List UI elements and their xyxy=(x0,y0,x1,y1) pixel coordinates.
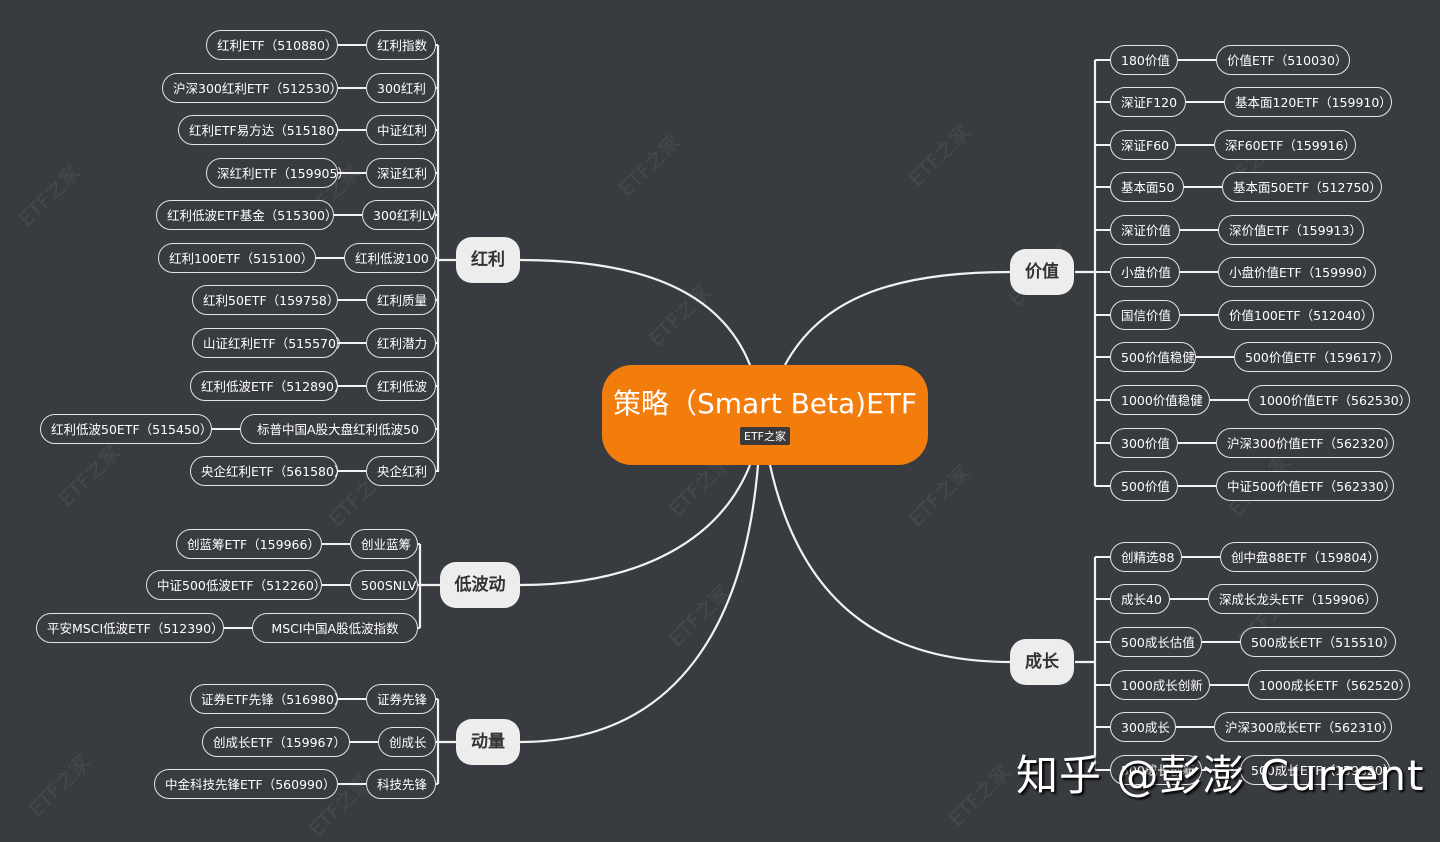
index-node[interactable]: 标普中国A股大盘红利低波50 xyxy=(240,414,436,444)
etf-node[interactable]: 价值100ETF（512040） xyxy=(1218,300,1374,330)
branch-value[interactable]: 价值 xyxy=(1010,249,1074,295)
index-node[interactable]: 500SNLV xyxy=(350,570,418,600)
etf-node[interactable]: 山证红利ETF（515570） xyxy=(192,328,348,358)
etf-node[interactable]: 央企红利ETF（561580） xyxy=(190,456,346,486)
etf-node[interactable]: 红利ETF易方达（515180） xyxy=(178,115,347,145)
index-node[interactable]: 300红利LV xyxy=(362,200,436,230)
etf-node[interactable]: 基本面120ETF（159910） xyxy=(1224,87,1392,117)
branch-dividend[interactable]: 红利 xyxy=(456,237,520,283)
etf-node[interactable]: 深红利ETF（159905） xyxy=(206,158,350,188)
etf-node[interactable]: 红利ETF（510880） xyxy=(206,30,338,60)
etf-node[interactable]: 1000价值ETF（562530） xyxy=(1248,385,1411,415)
index-node[interactable]: 300红利 xyxy=(366,73,436,103)
index-node[interactable]: 深证红利 xyxy=(366,158,436,188)
index-node[interactable]: 中证红利 xyxy=(366,115,436,145)
root-tag: ETF之家 xyxy=(740,427,790,445)
etf-node[interactable]: 500价值ETF（159617） xyxy=(1234,342,1392,372)
index-node[interactable]: 基本面50 xyxy=(1110,172,1184,202)
index-node[interactable]: 创精选88 xyxy=(1110,542,1182,572)
etf-node[interactable]: 中证500价值ETF（562330） xyxy=(1216,471,1396,501)
etf-node[interactable]: 深成长龙头ETF（159906） xyxy=(1208,584,1378,614)
etf-node[interactable]: 创中盘88ETF（159804） xyxy=(1220,542,1380,572)
index-node[interactable]: 500价值 xyxy=(1110,471,1178,501)
root-title: 策略（Smart Beta)ETF xyxy=(613,387,917,420)
branch-growth[interactable]: 成长 xyxy=(1010,639,1074,685)
etf-node[interactable]: 500成长ETF（159620） xyxy=(1240,755,1395,785)
branch-lowvol[interactable]: 低波动 xyxy=(440,562,520,608)
etf-node[interactable]: 创蓝筹ETF（159966） xyxy=(176,529,322,559)
etf-node[interactable]: 中金科技先锋ETF（560990） xyxy=(154,769,338,799)
author-credit: 知乎 @彭澎 Current xyxy=(1016,751,1425,800)
index-node[interactable]: 1000价值稳健 xyxy=(1110,385,1210,415)
index-node[interactable]: 央企红利 xyxy=(366,456,436,486)
index-node[interactable]: 红利潜力 xyxy=(366,328,436,358)
index-node[interactable]: 红利质量 xyxy=(366,285,436,315)
etf-node[interactable]: 红利50ETF（159758） xyxy=(192,285,339,315)
index-node[interactable]: 红利低波100 xyxy=(344,243,436,273)
index-node[interactable]: 科技先锋 xyxy=(366,769,436,799)
index-node[interactable]: MSCI中国A股低波指数 xyxy=(252,613,418,643)
etf-node[interactable]: 红利低波50ETF（515450） xyxy=(40,414,212,444)
etf-node[interactable]: 沪深300红利ETF（512530） xyxy=(162,73,342,103)
etf-node[interactable]: 沪深300价值ETF（562320） xyxy=(1216,428,1396,458)
etf-node[interactable]: 红利低波ETF基金（515300） xyxy=(156,200,337,230)
etf-node[interactable]: 创成长ETF（159967） xyxy=(202,727,350,757)
branch-momentum[interactable]: 动量 xyxy=(456,719,520,765)
root-node[interactable]: 策略（Smart Beta)ETF ETF之家 xyxy=(602,365,928,465)
index-node[interactable]: 深证F60 xyxy=(1110,130,1176,160)
index-node[interactable]: 深证F120 xyxy=(1110,87,1186,117)
index-node[interactable]: 红利指数 xyxy=(366,30,436,60)
index-node[interactable]: 1000成长创新 xyxy=(1110,670,1210,700)
index-node[interactable]: 500价值稳健 xyxy=(1110,342,1196,372)
index-node[interactable]: 创业蓝筹 xyxy=(350,529,418,559)
index-node[interactable]: 证券先锋 xyxy=(366,684,436,714)
index-node[interactable]: 500成长估值 xyxy=(1110,627,1202,657)
etf-node[interactable]: 沪深300成长ETF（562310） xyxy=(1214,712,1394,742)
index-node[interactable]: 300成长 xyxy=(1110,712,1176,742)
index-node[interactable]: 成长40 xyxy=(1110,584,1170,614)
etf-node[interactable]: 红利低波ETF（512890） xyxy=(190,371,346,401)
index-node[interactable]: 300价值 xyxy=(1110,428,1178,458)
etf-node[interactable]: 中证500低波ETF（512260） xyxy=(146,570,326,600)
etf-node[interactable]: 价值ETF（510030） xyxy=(1216,45,1350,75)
etf-node[interactable]: 基本面50ETF（512750） xyxy=(1222,172,1382,202)
index-node[interactable]: 180价值 xyxy=(1110,45,1178,75)
index-node[interactable]: 小盘价值 xyxy=(1110,257,1180,287)
index-node[interactable]: 创成长 xyxy=(378,727,436,757)
index-node[interactable]: 深证价值 xyxy=(1110,215,1180,245)
etf-node[interactable]: 深价值ETF（159913） xyxy=(1218,215,1364,245)
etf-node[interactable]: 证券ETF先锋（516980） xyxy=(190,684,346,714)
etf-node[interactable]: 平安MSCI低波ETF（512390） xyxy=(36,613,224,643)
etf-node[interactable]: 小盘价值ETF（159990） xyxy=(1218,257,1376,287)
index-node[interactable]: 红利低波 xyxy=(366,371,436,401)
etf-node[interactable]: 500成长ETF（515510） xyxy=(1240,627,1396,657)
index-node[interactable]: 500成长创新 xyxy=(1110,755,1202,785)
etf-node[interactable]: 深F60ETF（159916） xyxy=(1214,130,1356,160)
etf-node[interactable]: 1000成长ETF（562520） xyxy=(1248,670,1411,700)
index-node[interactable]: 国信价值 xyxy=(1110,300,1180,330)
etf-node[interactable]: 红利100ETF（515100） xyxy=(158,243,316,273)
